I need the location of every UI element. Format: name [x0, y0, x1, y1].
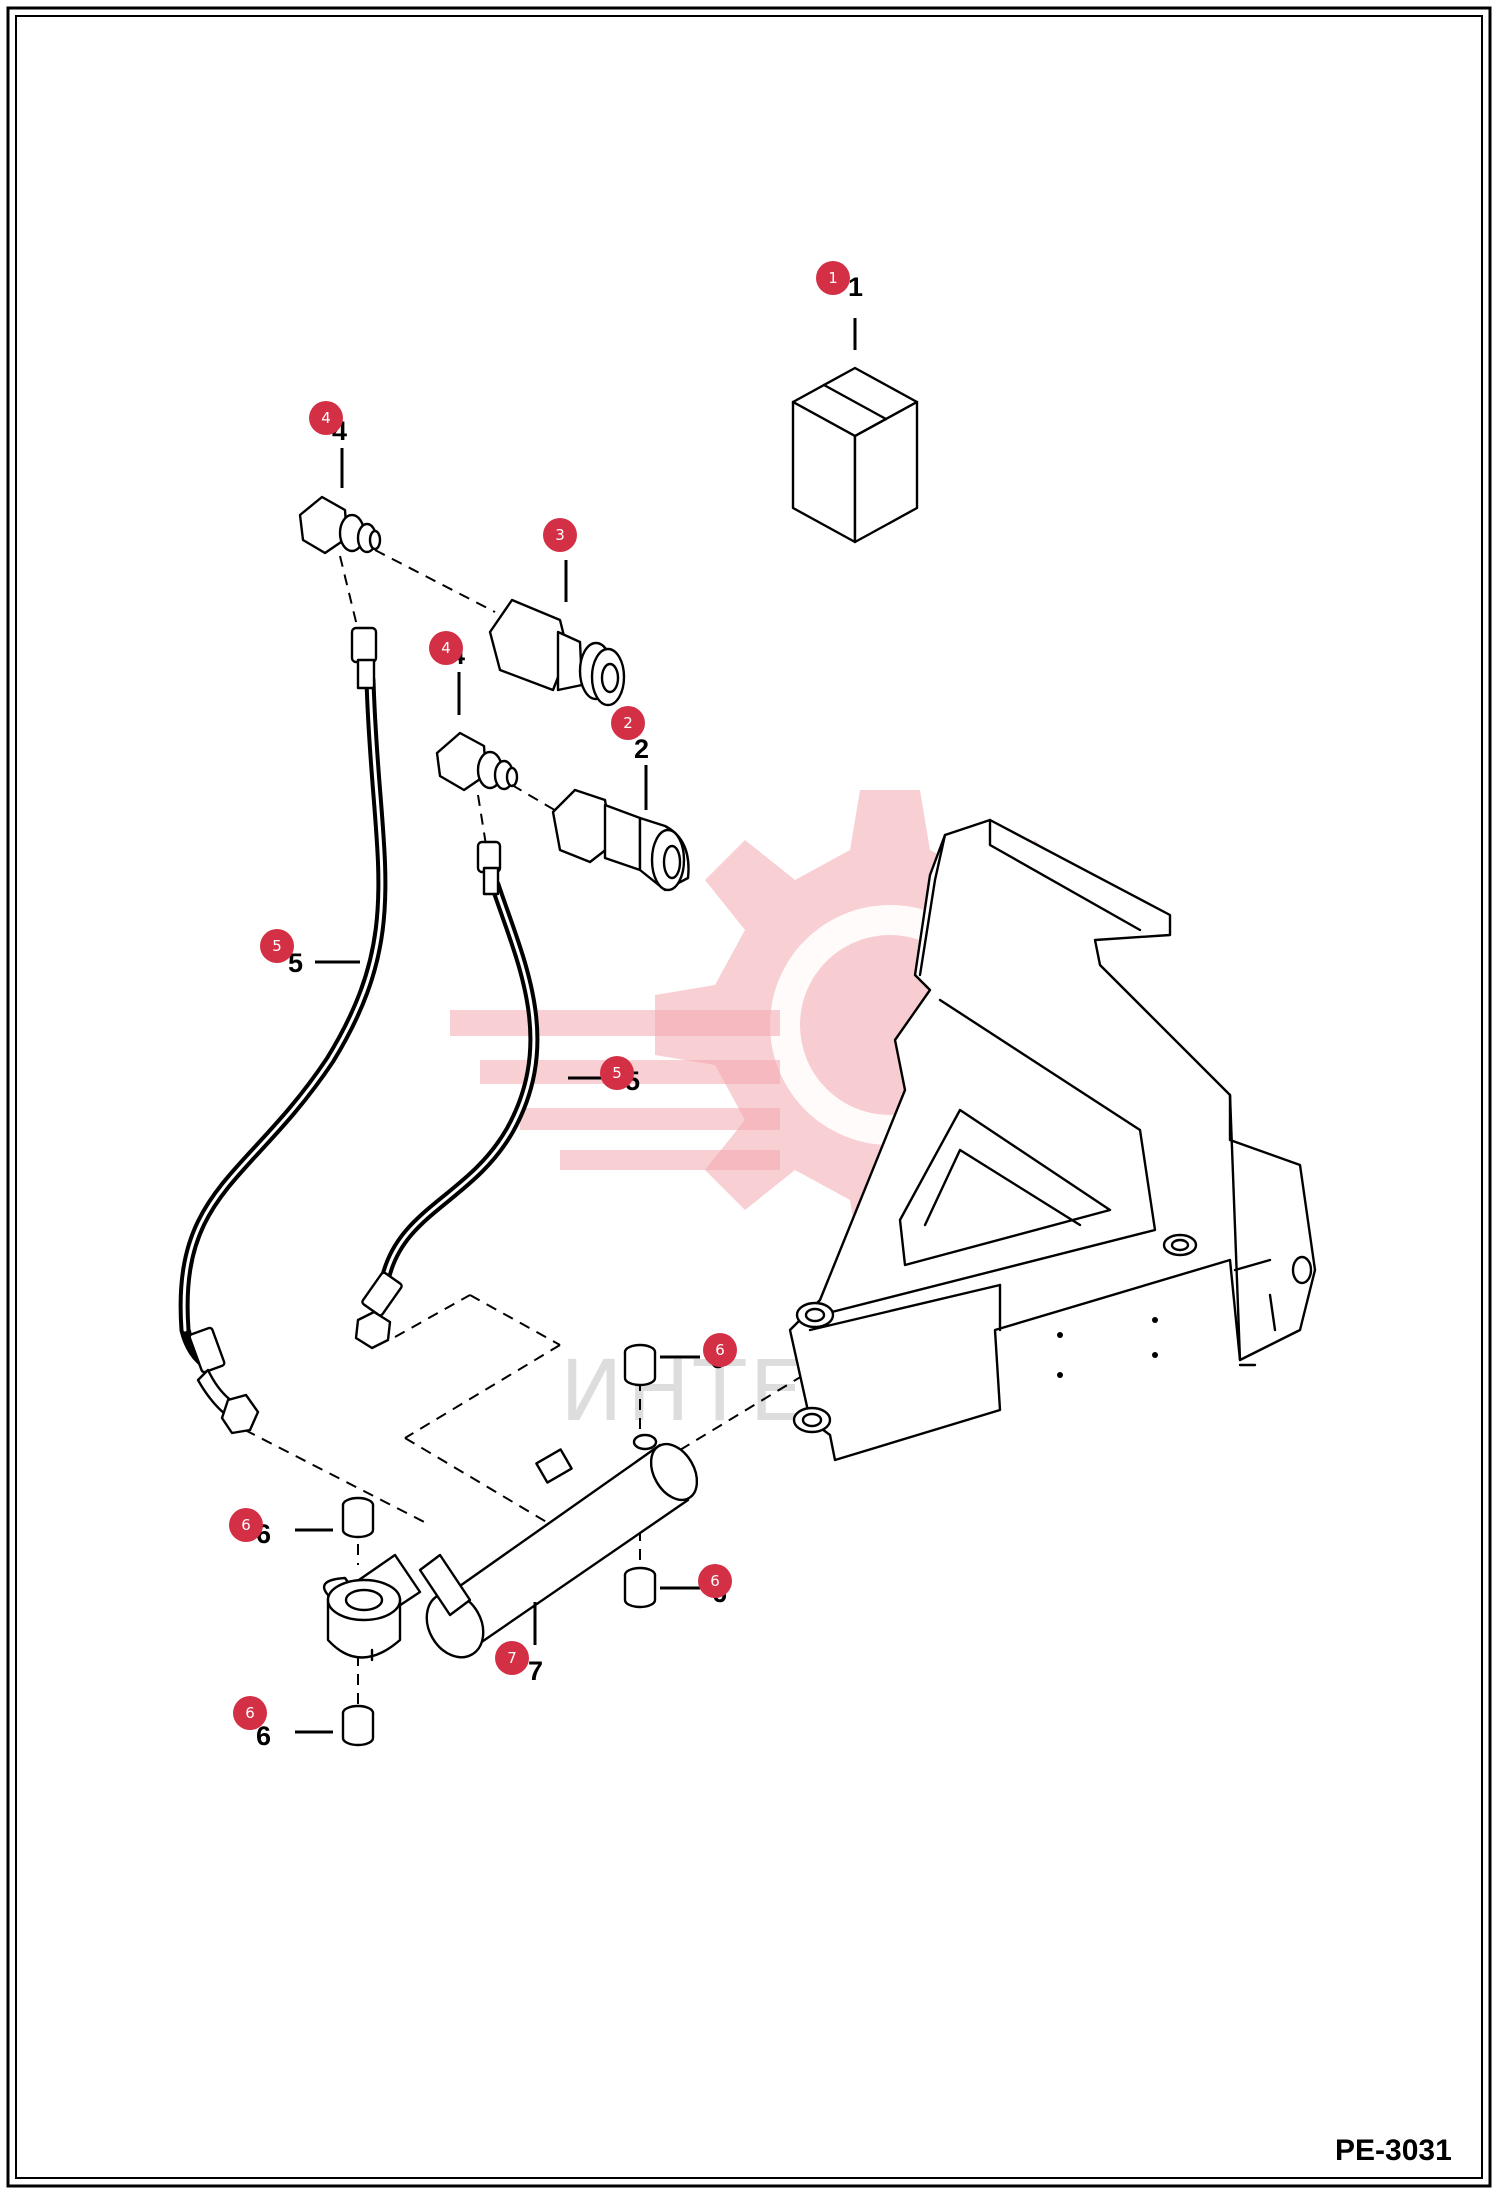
- part-bushing-top-left: [341, 1496, 375, 1539]
- part-adapter-lower: [435, 731, 519, 792]
- item-number-5a: 5: [288, 948, 303, 978]
- inner-border: [15, 15, 1483, 2179]
- item-numbers: 1 2 3 4 4 5 5 6 6 6 6 7: [256, 272, 863, 1751]
- leader-lines: [295, 318, 857, 1734]
- part-coupler-female: [488, 598, 626, 707]
- callout-badge-4b[interactable]: 4: [429, 631, 463, 665]
- part-mounting-frame: [788, 818, 1317, 1462]
- figure-code: PE-3031: [1335, 2134, 1452, 2167]
- callout-badge-4a[interactable]: 4: [309, 401, 343, 435]
- callout-badge-5b[interactable]: 5: [600, 1056, 634, 1090]
- callout-badge-6a[interactable]: 6: [703, 1333, 737, 1367]
- svg-text:6: 6: [245, 1704, 255, 1722]
- item-number-7: 7: [528, 1656, 543, 1686]
- callout-badge-5a[interactable]: 5: [260, 929, 294, 963]
- part-hose-left: [178, 626, 388, 1435]
- callout-badge-3[interactable]: 3: [543, 518, 577, 552]
- outer-border: [6, 6, 1492, 2188]
- part-hose-right: [354, 840, 540, 1350]
- callout-badge-6b[interactable]: 6: [229, 1508, 263, 1542]
- svg-text:5: 5: [612, 1064, 622, 1082]
- part-adapter-upper: [298, 495, 382, 555]
- svg-text:6: 6: [715, 1341, 725, 1359]
- svg-text:4: 4: [321, 409, 331, 427]
- callout-badge-7[interactable]: 7: [495, 1641, 529, 1675]
- svg-text:3: 3: [555, 526, 565, 544]
- callout-badge-6d[interactable]: 6: [233, 1696, 267, 1730]
- item-number-2: 2: [634, 734, 649, 764]
- part-coupler-male: [551, 788, 690, 892]
- callout-badge-6c[interactable]: 6: [698, 1564, 732, 1598]
- item-number-1: 1: [848, 272, 863, 302]
- part-hydraulic-cylinder: [322, 1433, 699, 1662]
- part-kit-box: [791, 366, 919, 544]
- part-bushing-bottom-left: [341, 1704, 375, 1747]
- svg-text:7: 7: [507, 1649, 517, 1667]
- svg-text:2: 2: [623, 714, 633, 732]
- svg-text:4: 4: [441, 639, 451, 657]
- callout-badge-1[interactable]: 1: [816, 261, 850, 295]
- svg-text:5: 5: [272, 937, 282, 955]
- callout-badge-2[interactable]: 2: [611, 706, 645, 740]
- item-number-6d: 6: [256, 1721, 271, 1751]
- svg-text:6: 6: [241, 1516, 251, 1534]
- svg-text:6: 6: [710, 1572, 720, 1590]
- svg-text:1: 1: [828, 269, 838, 287]
- part-bushing-bottom-right: [623, 1566, 657, 1609]
- part-bushing-top-right: [623, 1343, 657, 1387]
